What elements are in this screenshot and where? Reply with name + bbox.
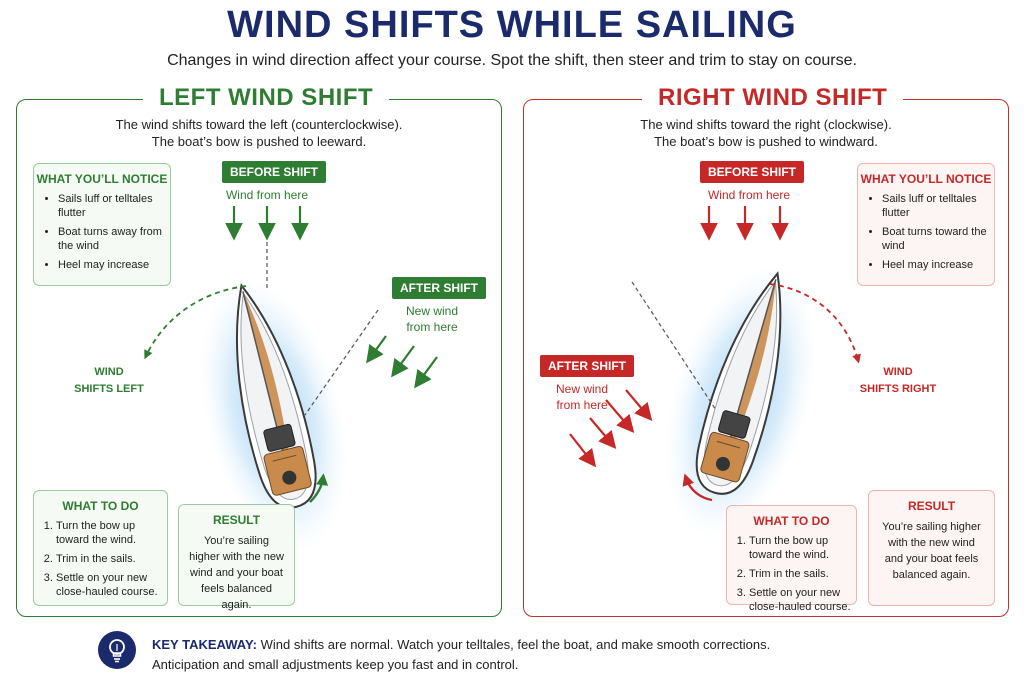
left-result-title: RESULT [212, 513, 261, 527]
right-after-shift-tag: AFTER SHIFT [540, 355, 634, 377]
right-after-shift-text: New wind from here [522, 381, 642, 413]
right-wind-shift-panel: RIGHT WIND SHIFT The wind shifts toward … [523, 84, 1009, 617]
right-todo-step: Settle on your new close-hauled course. [749, 586, 856, 614]
right-notice-box: WHAT YOU’LL NOTICE Sails luff or telltal… [857, 163, 995, 286]
left-panel-description: The wind shifts toward the left (counter… [17, 116, 501, 150]
takeaway-text1: Wind shifts are normal. Watch your tellt… [260, 637, 771, 652]
right-todo-step: Turn the bow up toward the wind. [749, 534, 856, 562]
left-after-shift-text: New wind from here [372, 303, 492, 335]
right-shift-label-line2: SHIFTS RIGHT [859, 383, 937, 395]
left-what-to-do-box: WHAT TO DO Turn the bow up toward the wi… [33, 490, 168, 606]
left-shift-label-line2: SHIFTS LEFT [74, 383, 144, 395]
right-notice-title: WHAT YOU’LL NOTICE [860, 172, 992, 186]
right-desc-line2: The boat’s bow is pushed to windward. [654, 134, 878, 149]
right-result-box: RESULT You’re sailing higher with the ne… [868, 490, 995, 606]
right-after-text-line2: from here [556, 398, 608, 412]
left-shift-label-line1: WIND [94, 366, 124, 378]
right-panel-description: The wind shifts toward the right (clockw… [524, 116, 1008, 150]
lightbulb-icon [98, 631, 136, 669]
right-result-title: RESULT [907, 499, 956, 513]
right-result-text: You’re sailing higher with the new wind … [882, 521, 981, 581]
right-wind-shifts-label: WIND SHIFTS RIGHT [843, 364, 953, 398]
right-notice-item: Heel may increase [882, 258, 994, 272]
right-panel-title: RIGHT WIND SHIFT [642, 84, 904, 112]
right-todo-step: Trim in the sails. [749, 567, 856, 581]
right-desc-line1: The wind shifts toward the right (clockw… [640, 117, 892, 132]
left-after-shift-tag: AFTER SHIFT [392, 277, 486, 299]
left-result-box: RESULT You’re sailing higher with the ne… [178, 504, 295, 611]
left-wind-shift-panel: LEFT WIND SHIFT The wind shifts toward t… [16, 84, 502, 617]
right-before-shift-text: Wind from here [707, 188, 791, 202]
left-desc-line1: The wind shifts toward the left (counter… [115, 117, 403, 132]
right-notice-item: Sails luff or telltales flutter [882, 192, 994, 220]
right-before-shift-tag: BEFORE SHIFT [700, 161, 805, 183]
right-notice-item: Boat turns toward the wind [882, 225, 994, 253]
left-todo-step: Turn the bow up toward the wind. [56, 519, 167, 547]
left-todo-step: Settle on your new close-hauled course. [56, 571, 167, 599]
left-notice-item: Heel may increase [58, 258, 170, 272]
left-after-text-line1: New wind [405, 304, 459, 318]
right-todo-title: WHAT TO DO [753, 514, 830, 528]
left-notice-item: Boat turns away from the wind [58, 225, 170, 253]
left-before-shift-text: Wind from here [225, 188, 309, 202]
page-subtitle: Changes in wind direction affect your co… [167, 52, 857, 69]
takeaway-line1: KEY TAKEAWAY: Wind shifts are normal. Wa… [152, 635, 770, 655]
left-wind-shifts-label: WIND SHIFTS LEFT [54, 364, 164, 398]
takeaway-line2: Anticipation and small adjustments keep … [152, 657, 519, 672]
left-after-text-line2: from here [406, 320, 458, 334]
key-takeaway: KEY TAKEAWAY: Wind shifts are normal. Wa… [152, 635, 770, 675]
left-desc-line2: The boat’s bow is pushed to leeward. [151, 134, 367, 149]
right-shift-label-line1: WIND [883, 366, 913, 378]
left-before-shift-tag: BEFORE SHIFT [222, 161, 327, 183]
left-panel-title: LEFT WIND SHIFT [143, 84, 390, 112]
left-todo-title: WHAT TO DO [62, 499, 139, 513]
left-todo-step: Trim in the sails. [56, 552, 167, 566]
left-notice-item: Sails luff or telltales flutter [58, 192, 170, 220]
left-notice-box: WHAT YOU’LL NOTICE Sails luff or telltal… [33, 163, 171, 286]
page-title: WIND SHIFTS WHILE SAILING [227, 4, 797, 46]
takeaway-label: KEY TAKEAWAY: [152, 637, 257, 652]
left-result-text: You’re sailing higher with the new wind … [189, 535, 284, 611]
left-notice-title: WHAT YOU’LL NOTICE [36, 172, 168, 186]
right-after-text-line1: New wind [555, 382, 609, 396]
right-what-to-do-box: WHAT TO DO Turn the bow up toward the wi… [726, 505, 857, 613]
